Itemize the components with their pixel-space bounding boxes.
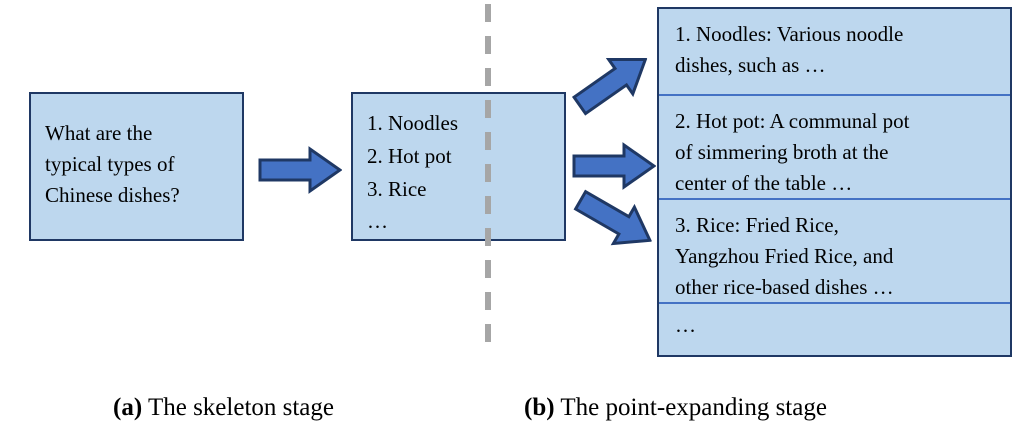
expansion-row: 1. Noodles: Various noodle dishes, such … (659, 9, 1010, 94)
expansion-text: 1. Noodles: Various noodle dishes, such … (675, 22, 904, 77)
expansion-text: 3. Rice: Fried Rice, Yangzhou Fried Rice… (675, 213, 894, 299)
caption-b-tag: (b) (524, 394, 555, 421)
caption-b: (b) The point-expanding stage (524, 394, 827, 422)
skeleton-box: 1. Noodles 2. Hot pot 3. Rice … (351, 92, 566, 241)
point-expanding-panel: 1. Noodles: Various noodle dishes, such … (657, 7, 1012, 357)
arrow-skeleton-to-point-2-icon (572, 142, 657, 195)
expansion-row: 2. Hot pot: A communal pot of simmering … (659, 94, 1010, 198)
caption-a-tag: (a) (113, 394, 143, 421)
caption-a-text: The skeleton stage (142, 394, 335, 421)
expansion-row: 3. Rice: Fried Rice, Yangzhou Fried Rice… (659, 198, 1010, 302)
skeleton-list-text: 1. Noodles 2. Hot pot 3. Rice (367, 111, 458, 201)
expansion-text: 2. Hot pot: A communal pot of simmering … (675, 109, 910, 195)
question-box: What are the typical types of Chinese di… (29, 92, 244, 241)
caption-b-text: The point-expanding stage (554, 394, 827, 421)
caption-a: (a) The skeleton stage (113, 394, 334, 422)
question-text: What are the typical types of Chinese di… (45, 121, 180, 207)
expansion-ellipsis: … (675, 313, 698, 337)
skeleton-ellipsis: … (367, 209, 390, 233)
arrow-question-to-skeleton-icon (258, 146, 343, 199)
arrow-skeleton-to-point-1-icon (564, 39, 663, 131)
arrow-skeleton-to-point-3-icon (564, 179, 663, 267)
stage-divider (485, 4, 491, 356)
expansion-row: … (659, 302, 1010, 355)
